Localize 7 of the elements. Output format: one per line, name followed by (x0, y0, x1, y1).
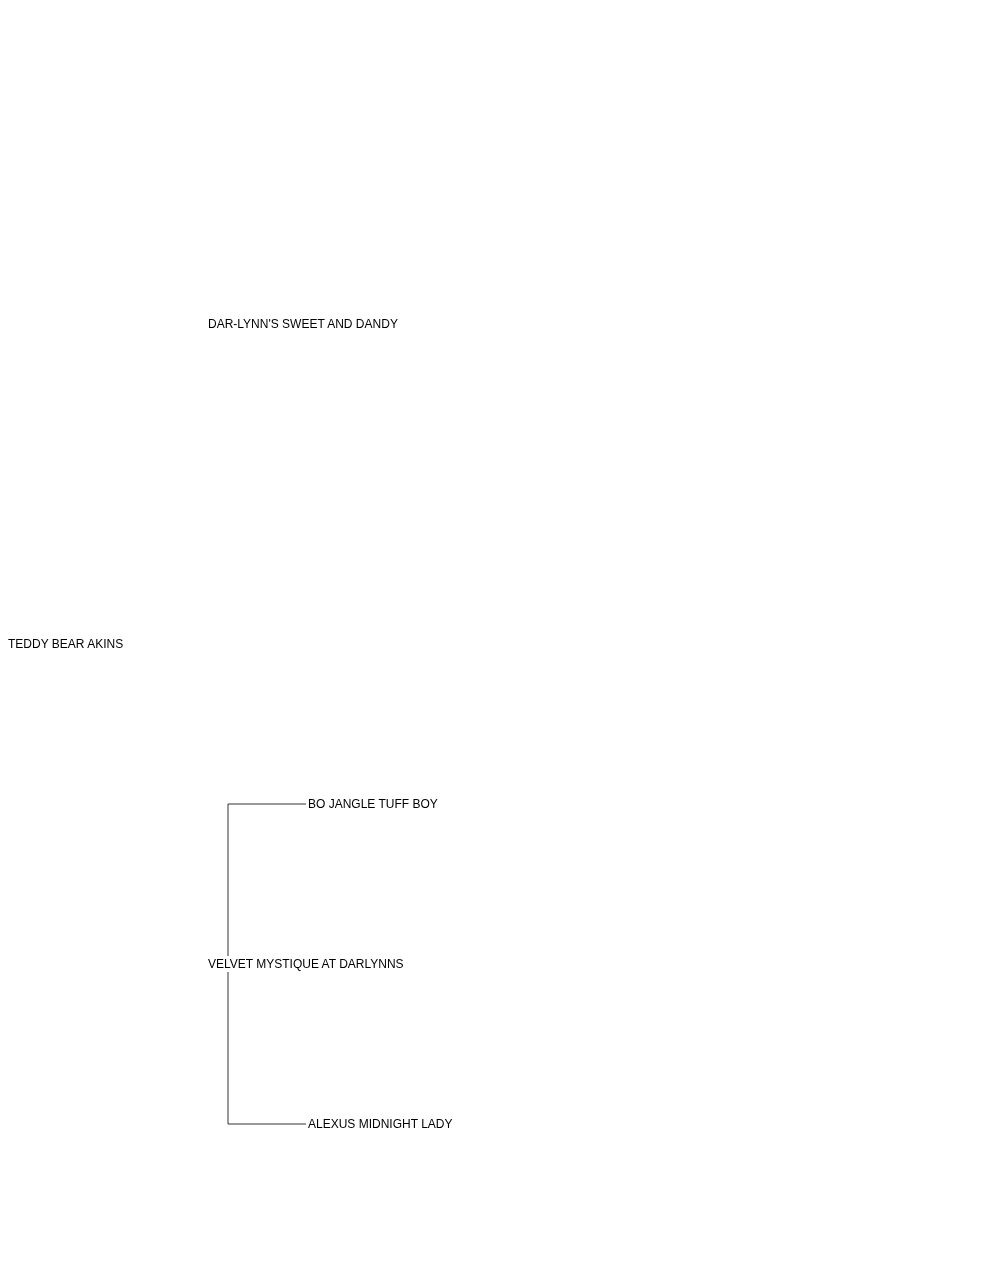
pedigree-name: BO JANGLE TUFF BOY (308, 797, 438, 811)
pedigree-name: TEDDY BEAR AKINS (8, 637, 124, 651)
pedigree-connector (227, 971, 307, 1125)
pedigree-name: ALEXUS MIDNIGHT LADY (308, 1117, 453, 1131)
pedigree-name: VELVET MYSTIQUE AT DARLYNNS (208, 957, 404, 971)
pedigree-name: DAR-LYNN'S SWEET AND DANDY (208, 317, 398, 331)
pedigree-connector (227, 803, 307, 957)
